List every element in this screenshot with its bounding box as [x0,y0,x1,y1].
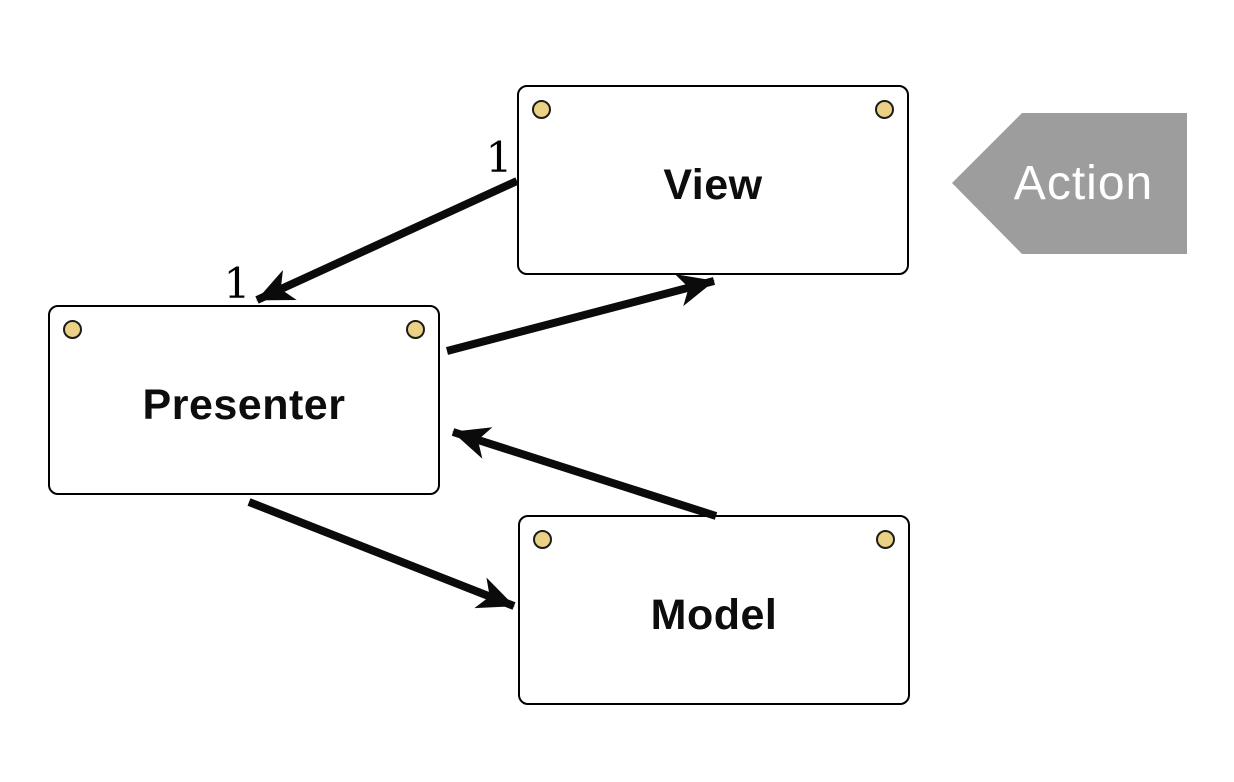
edge-multiplicity-label: 1 [223,259,251,308]
action-tag-label: Action [1013,157,1154,210]
pin-icon [876,530,895,549]
node-view-label: View [663,160,763,209]
action-tag: Action [952,113,1187,254]
pin-icon [875,100,894,119]
node-presenter: Presenter [48,305,451,506]
edge-presenter-to-view [445,274,716,355]
node-model: Model [518,515,921,716]
edge-multiplicity-label: 1 [485,133,513,182]
edge-presenter-to-model [247,498,516,610]
edge-model-to-presenter [451,427,718,520]
edge-view-to-presenter [255,177,519,304]
pin-icon [533,530,552,549]
node-model-label: Model [650,590,778,639]
node-presenter-label: Presenter [142,380,346,429]
pin-icon [406,320,425,339]
pin-icon [532,100,551,119]
pin-icon [63,320,82,339]
node-view: View [517,85,920,286]
